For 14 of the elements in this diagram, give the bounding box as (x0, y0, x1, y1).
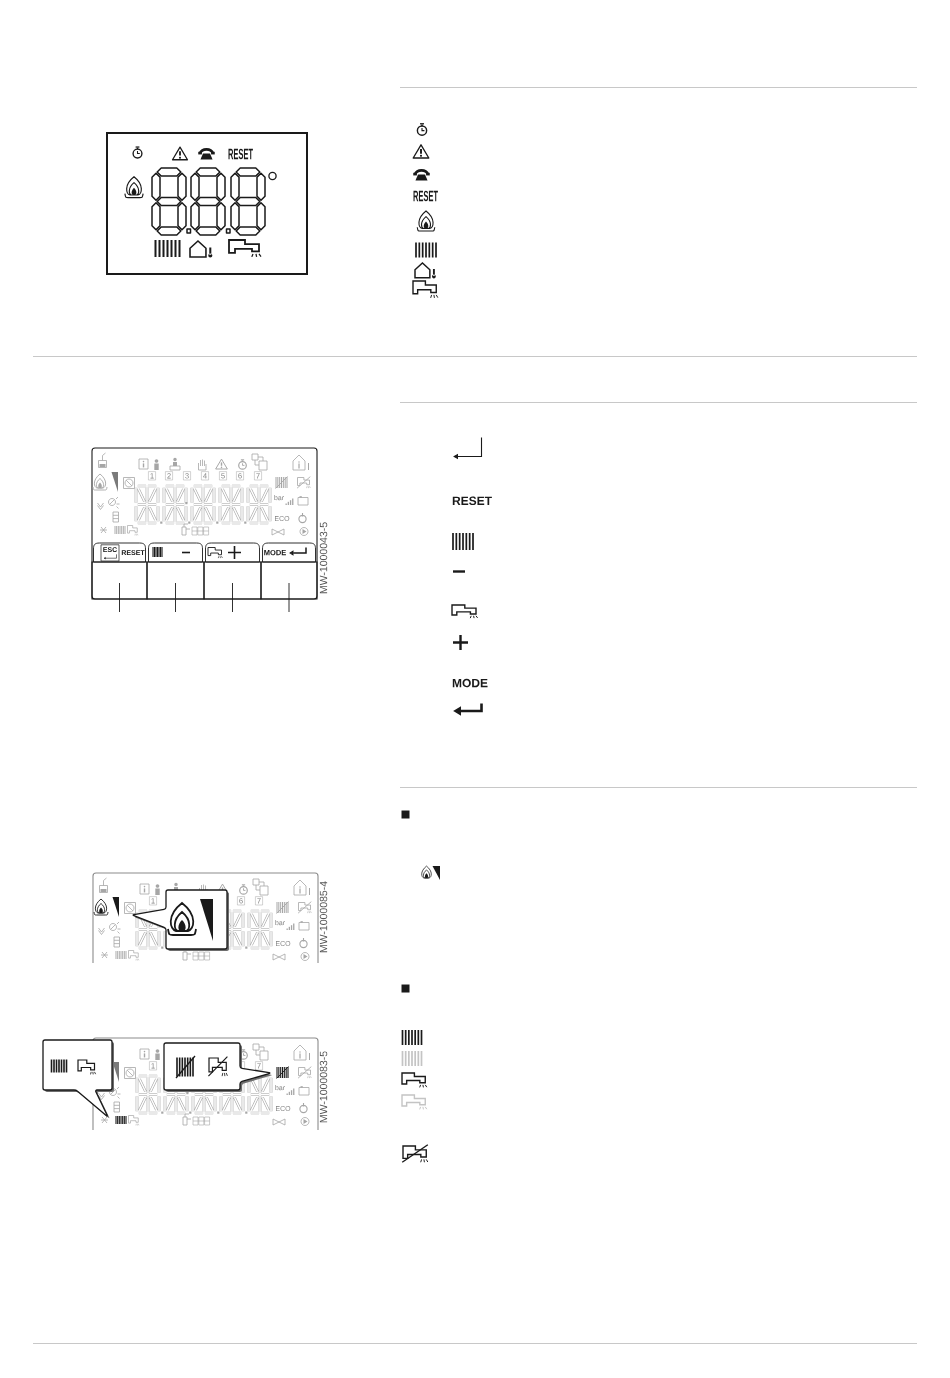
leader-line (175, 582, 176, 613)
push-button (203, 561, 262, 600)
leader-line (288, 582, 290, 613)
push-button (260, 561, 318, 600)
symbol-label: RESET (413, 190, 438, 202)
figure-reference: MW-1000083-5 (319, 1051, 328, 1123)
leader-line (232, 582, 233, 613)
push-button (146, 561, 205, 600)
figure-reference: MW-1000085-4 (319, 881, 328, 953)
display-text: RESET (228, 148, 253, 160)
symbol-label: MODE (452, 678, 488, 688)
leader-line (119, 582, 120, 613)
push-button (91, 561, 148, 600)
symbol-label: RESET (452, 496, 492, 506)
